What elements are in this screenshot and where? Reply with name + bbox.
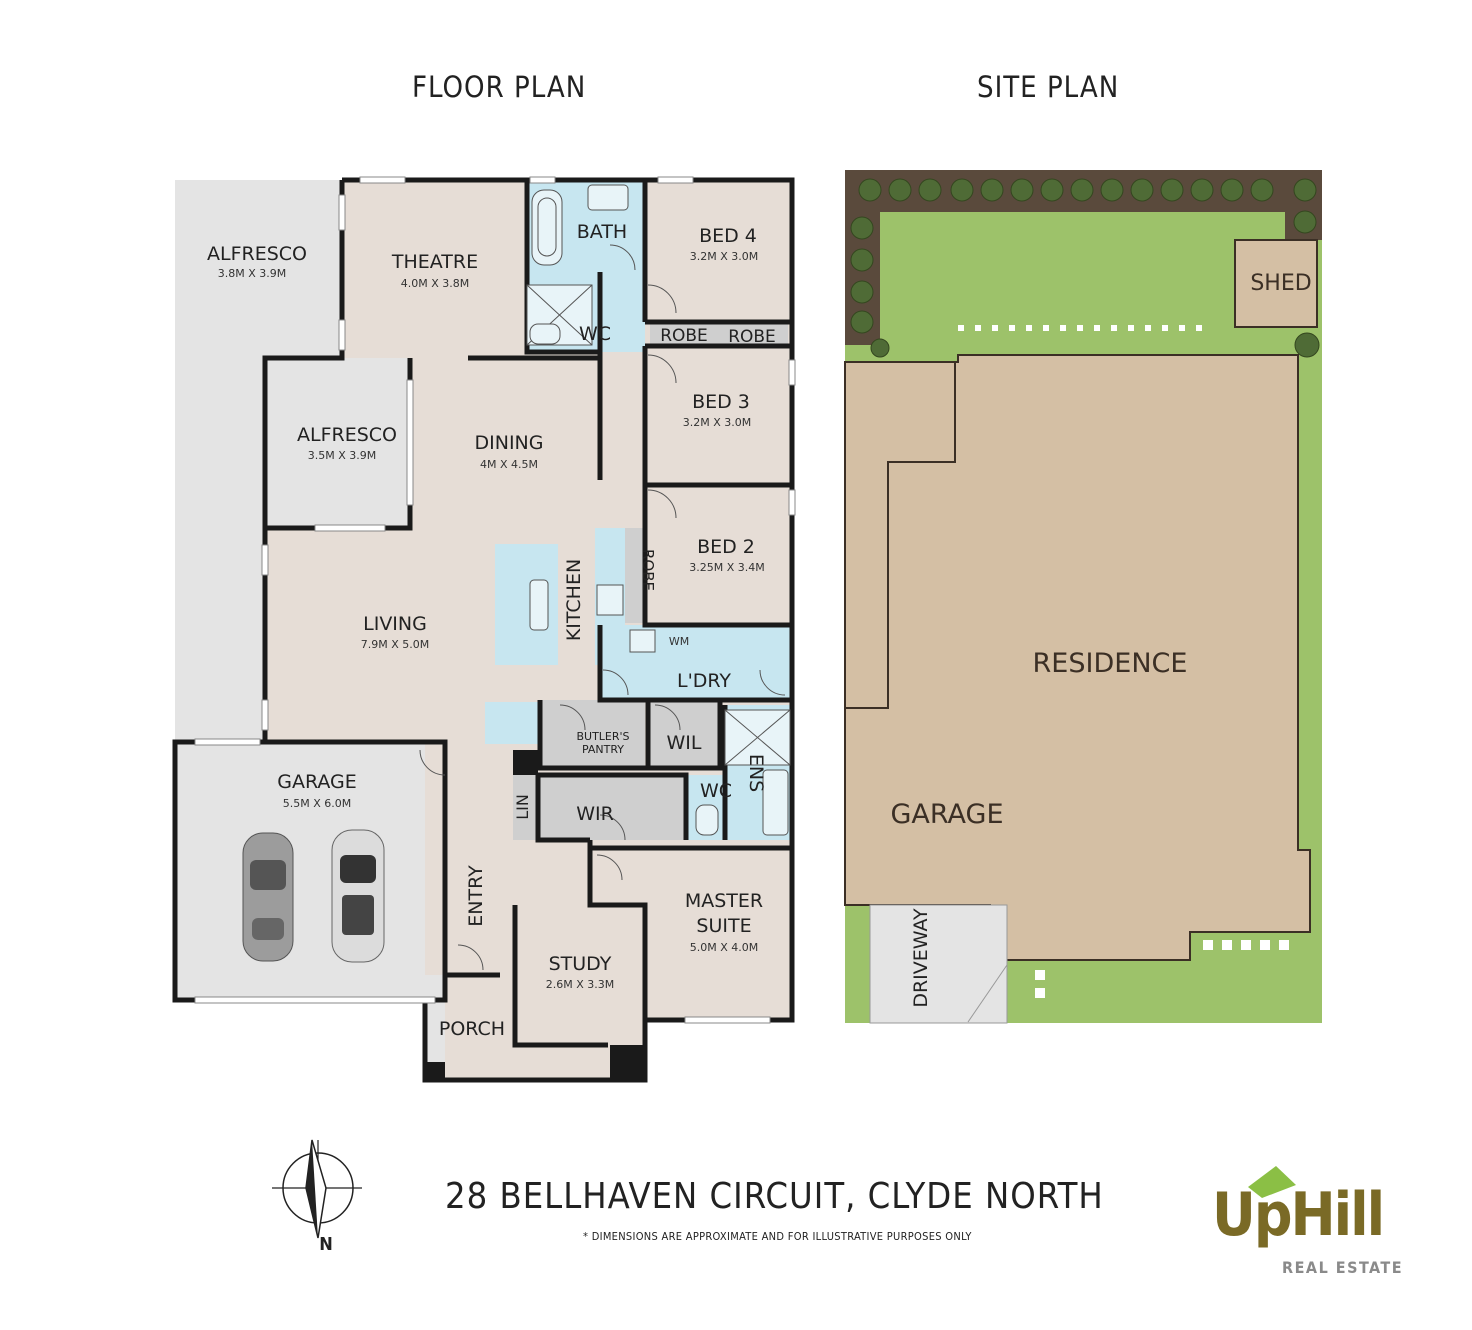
porch-label: PORCH — [439, 1018, 505, 1040]
alfresco-1-dim: 3.8M X 3.9M — [218, 267, 287, 280]
floor-plan-heading: FLOOR PLAN — [412, 70, 587, 104]
theatre-label: THEATRE — [391, 251, 478, 273]
compass-north-label: N — [319, 1234, 333, 1255]
stepping-stones — [958, 325, 1289, 998]
property-address: 28 BELLHAVEN CIRCUIT, CLYDE NORTH — [445, 1176, 1104, 1217]
robe-1-label: ROBE — [660, 326, 708, 346]
logo-roof-icon — [1248, 1166, 1296, 1198]
garage-outline — [845, 362, 956, 709]
garage-label: GARAGE — [277, 771, 357, 793]
garage-site-label: GARAGE — [890, 799, 1003, 830]
robe-2-label: ROBE — [728, 327, 776, 347]
wc-2-label: WC — [700, 780, 732, 802]
uphill-logo-tagline: REAL ESTATE — [1282, 1258, 1404, 1277]
master-dim: 5.0M X 4.0M — [690, 941, 759, 954]
bath-label: BATH — [577, 221, 627, 243]
driveway-label: DRIVEWAY — [910, 908, 932, 1008]
driveway-area — [869, 904, 1008, 1024]
car-1 — [242, 832, 294, 962]
wc-1-label: WC — [579, 323, 611, 345]
alfresco-1-label: ALFRESCO — [207, 243, 307, 265]
alfresco-2-area — [265, 358, 410, 528]
wm-label: WM — [669, 635, 689, 648]
theatre-dim: 4.0M X 3.8M — [401, 277, 470, 290]
uphill-logo-wordmark: UpHill — [1212, 1180, 1385, 1250]
alfresco-2-dim: 3.5M X 3.9M — [308, 449, 377, 462]
bed2-label: BED 2 — [697, 536, 755, 558]
door-swings — [419, 244, 786, 971]
floor-plan: ALFRESCO 3.8M X 3.9M THEATRE 4.0M X 3.8M… — [172, 176, 796, 1083]
fixtures — [526, 184, 791, 836]
dining-dim: 4M X 4.5M — [480, 458, 538, 471]
hedge-shrubs — [850, 178, 1320, 358]
bed4-dim: 3.2M X 3.0M — [690, 250, 759, 263]
garage-area — [175, 742, 445, 1000]
laundry-label: L'DRY — [677, 670, 731, 692]
kitchen-island — [495, 544, 558, 665]
alfresco-2-label: ALFRESCO — [297, 424, 397, 446]
bed4-label: BED 4 — [699, 225, 757, 247]
walls — [172, 177, 795, 1083]
robe-3-area — [625, 528, 647, 623]
disclaimer-note: * DIMENSIONS ARE APPROXIMATE AND FOR ILL… — [583, 1230, 972, 1243]
car-2 — [331, 829, 385, 963]
shed-block — [1234, 239, 1318, 328]
lin-area — [513, 775, 538, 840]
shed-label: SHED — [1250, 271, 1311, 296]
study-label: STUDY — [549, 953, 612, 975]
kitchen-label: KITCHEN — [563, 559, 585, 641]
living-label: LIVING — [363, 613, 427, 635]
bed2-dim: 3.25M X 3.4M — [689, 561, 765, 574]
wil-area — [648, 700, 720, 768]
garage-dim: 5.5M X 6.0M — [283, 797, 352, 810]
bed3-dim: 3.2M X 3.0M — [683, 416, 752, 429]
wil-label: WIL — [667, 732, 702, 754]
master-label-1: MASTER — [685, 890, 763, 912]
entry-label: ENTRY — [465, 865, 487, 927]
dining-label: DINING — [475, 432, 544, 454]
bed3-label: BED 3 — [692, 391, 750, 413]
living-dim: 7.9M X 5.0M — [361, 638, 430, 651]
pantry-label-1: BUTLER'S — [576, 730, 629, 743]
wir-label: WIR — [576, 803, 614, 825]
compass-icon: N — [272, 1139, 362, 1255]
residence-label: RESIDENCE — [1033, 648, 1188, 679]
pantry-area — [540, 700, 645, 768]
wir-area — [540, 775, 685, 840]
windows — [194, 176, 796, 1024]
study-dim: 2.6M X 3.3M — [546, 978, 615, 991]
master-label-2: SUITE — [696, 915, 751, 937]
lin-label: LIN — [513, 794, 532, 820]
site-plan: SHED RESIDENCE GARAGE DRIVEWAY — [844, 170, 1322, 1024]
pantry-label-2: PANTRY — [582, 743, 624, 756]
site-plan-heading: SITE PLAN — [977, 70, 1120, 104]
ens-label: ENS — [745, 754, 767, 792]
robe-3-label: ROBE — [639, 549, 657, 591]
robes-area — [650, 322, 788, 346]
